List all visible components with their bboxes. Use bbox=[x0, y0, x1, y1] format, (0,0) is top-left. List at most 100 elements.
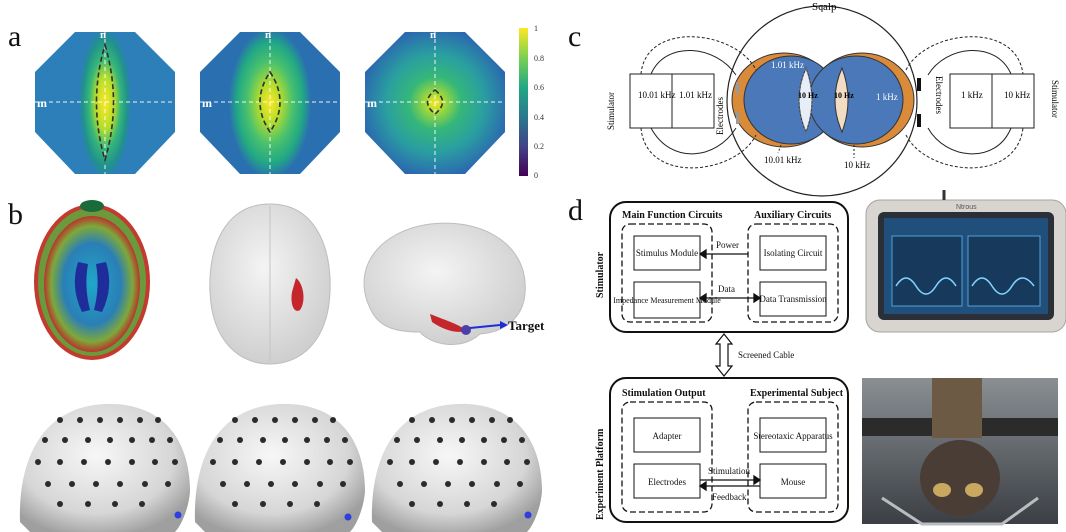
electrode-dot bbox=[287, 501, 293, 507]
electrode-dot bbox=[437, 501, 443, 507]
electrode-dot bbox=[312, 417, 318, 423]
electrode-dot bbox=[317, 481, 323, 487]
target-region-side bbox=[430, 314, 466, 332]
electrode-dot bbox=[445, 481, 451, 487]
data-transmission-label: Data Transmission bbox=[759, 294, 827, 304]
electrode-dot bbox=[282, 437, 288, 443]
auxiliary-group bbox=[747, 223, 839, 323]
electrode-dot bbox=[165, 481, 171, 487]
electrode-dot bbox=[85, 437, 91, 443]
electrode-dot bbox=[220, 481, 226, 487]
right-freq-2: 10 kHz bbox=[1004, 90, 1030, 100]
electrode-dot bbox=[489, 417, 495, 423]
electrode-dot bbox=[107, 437, 113, 443]
contour-2 bbox=[259, 70, 281, 134]
electrode-dot bbox=[268, 481, 274, 487]
current-fields bbox=[731, 52, 915, 148]
electrode-dot bbox=[347, 459, 353, 465]
electrode-dot bbox=[139, 501, 145, 507]
left-freq-2: 1.01 kHz bbox=[679, 90, 712, 100]
electrode-dot bbox=[501, 437, 507, 443]
electrode-dot bbox=[469, 481, 475, 487]
contour-1 bbox=[95, 42, 115, 163]
electrode-dot bbox=[57, 417, 63, 423]
panel-label-c: c bbox=[568, 20, 582, 53]
electrode-dot bbox=[272, 417, 278, 423]
electrode-dot bbox=[152, 459, 158, 465]
colorbar-tick-1: 1 bbox=[534, 24, 538, 33]
stimulator-left bbox=[629, 36, 757, 169]
glass-brain-side: Target bbox=[363, 222, 545, 346]
electrode-dot bbox=[394, 437, 400, 443]
electrode-dot bbox=[85, 501, 91, 507]
electrode-dot bbox=[314, 501, 320, 507]
electrode-dot bbox=[57, 459, 63, 465]
electrode-dot bbox=[93, 481, 99, 487]
colorbar-tick-0.4: 0.4 bbox=[534, 113, 544, 122]
electrode-dot bbox=[494, 481, 500, 487]
electrode-dot bbox=[421, 481, 427, 487]
electrode-dot bbox=[237, 437, 243, 443]
panel-label-b: b bbox=[8, 198, 23, 231]
data-transmission-box bbox=[759, 281, 827, 317]
electrode-dot bbox=[457, 459, 463, 465]
impedance-module-box bbox=[633, 281, 701, 319]
axis-m-label-2: m bbox=[202, 96, 212, 110]
electrode-dot bbox=[155, 417, 161, 423]
stimulator-left-label: Stimulator bbox=[606, 92, 616, 130]
exp-subject-group bbox=[747, 401, 839, 513]
electrode-dot bbox=[232, 459, 238, 465]
stimulator-right-label: Stimulator bbox=[1050, 80, 1060, 118]
electrode-dot bbox=[57, 501, 63, 507]
electrode-dot bbox=[327, 459, 333, 465]
electrode-dot bbox=[304, 437, 310, 443]
electrode-dot bbox=[260, 437, 266, 443]
isolating-circuit-box bbox=[759, 235, 827, 271]
scalp-label: Scalp bbox=[812, 1, 837, 13]
electrode-dot bbox=[481, 437, 487, 443]
electrode-dot bbox=[449, 417, 455, 423]
electrode-dot bbox=[507, 417, 513, 423]
electrode-dot bbox=[524, 459, 530, 465]
electrode-dot bbox=[232, 417, 238, 423]
experiment-side-label: Experiment Platform bbox=[595, 428, 606, 520]
colorbar-tick-0.8: 0.8 bbox=[534, 54, 544, 63]
mri-slice bbox=[34, 200, 150, 360]
electrode-dot bbox=[397, 481, 403, 487]
panel-d-block-diagram: Stimulator Experiment Platform Main Func… bbox=[595, 201, 849, 523]
electrode-dot bbox=[387, 459, 393, 465]
head-model-2 bbox=[194, 403, 365, 532]
electrode-dot bbox=[112, 501, 118, 507]
experiment-setup-photo bbox=[862, 378, 1058, 526]
mouse-box bbox=[759, 463, 827, 499]
electrode-dot bbox=[142, 481, 148, 487]
electrode-dots bbox=[35, 417, 530, 507]
electrode-dot bbox=[69, 481, 75, 487]
glass-brain-top bbox=[209, 203, 331, 365]
electrode-dot bbox=[409, 459, 415, 465]
target-label: Target bbox=[508, 318, 545, 333]
right-freq-1: 1 kHz bbox=[961, 90, 983, 100]
electrode-dot bbox=[459, 437, 465, 443]
beat-right-label: 10 Hz bbox=[834, 91, 854, 100]
electrode-dot bbox=[45, 481, 51, 487]
electrode-dot bbox=[280, 459, 286, 465]
stimulator-block bbox=[609, 201, 849, 333]
panel-label-d: d bbox=[568, 194, 583, 227]
electrode-dot bbox=[252, 417, 258, 423]
stimulus-module-label: Stimulus Module bbox=[636, 248, 698, 258]
electrode-dot bbox=[167, 437, 173, 443]
panel-a-field-maps: n n n m m m 1 0.8 0.6 0.4 0.2 0 bbox=[35, 24, 544, 180]
main-function-group bbox=[621, 223, 713, 323]
electrode-dot bbox=[97, 417, 103, 423]
electrode-dot bbox=[469, 417, 475, 423]
isolating-circuit-label: Isolating Circuit bbox=[764, 248, 823, 258]
target-point bbox=[461, 325, 471, 335]
electrode-dot bbox=[324, 437, 330, 443]
electrode-dot bbox=[149, 437, 155, 443]
mouse-label: Mouse bbox=[781, 477, 806, 487]
screened-cable-arrow bbox=[714, 333, 734, 377]
data-label: Data bbox=[718, 284, 735, 294]
colorbar-tick-0.2: 0.2 bbox=[534, 142, 544, 151]
electrode-dot bbox=[129, 459, 135, 465]
